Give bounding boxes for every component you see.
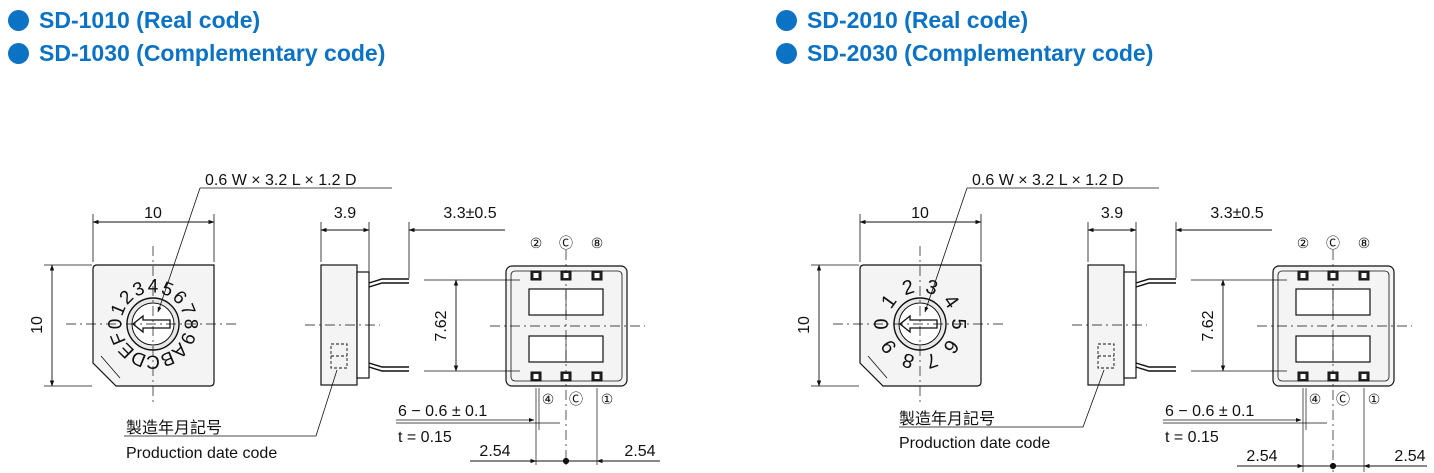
left-pin-top-label-3: ⑧ <box>591 235 604 251</box>
left-pin-bottom-label-3: ① <box>601 391 614 407</box>
bullet-icon <box>776 10 797 31</box>
left-body-height-label: 10 <box>29 316 46 334</box>
left-side-dim-text: 3.9 3.3±0.5 製造年月記号 Production date code <box>126 205 497 462</box>
dial-digit: C <box>146 351 160 372</box>
dial-digit: 0 <box>106 319 127 330</box>
left-pin-top-label-1: ② <box>530 235 543 251</box>
right-pin-pads <box>1297 270 1370 382</box>
pin-pad-window <box>1361 374 1367 379</box>
right-date-jp-label: 製造年月記号 <box>899 410 995 428</box>
pin-pad-window <box>1300 374 1306 379</box>
dial-digit: 4 <box>148 277 159 298</box>
right-pin-top-label-3: ⑧ <box>1358 235 1371 251</box>
right-thickness-label: t = 0.15 <box>1165 429 1219 446</box>
pin-pad-window <box>1361 273 1367 278</box>
right-body-height-label: 10 <box>796 316 813 334</box>
left-pin-top-label-2: Ⓒ <box>559 235 573 251</box>
right-front-view <box>811 187 1159 404</box>
right-date-en-label: Production date code <box>899 435 1050 452</box>
right-pin-dim-text: 7.62 6 − 0.6 ± 0.1 t = 0.15 2.54 2.54 ② … <box>1165 235 1426 465</box>
pin-pad-window <box>563 374 569 379</box>
left-pitch-h-label-1: 2.54 <box>479 443 510 460</box>
left-date-jp-label: 製造年月記号 <box>126 419 222 437</box>
left-slot-label: 0.6 W × 3.2 L × 1.2 D <box>205 172 357 189</box>
pin-pad-window <box>594 374 600 379</box>
dial-digit: 0 <box>871 318 893 329</box>
pin-pad-window <box>1330 374 1336 379</box>
right-heading-2-text: SD-2030 (Complementary code) <box>807 40 1154 66</box>
pin-pad-window <box>533 273 539 278</box>
pin-pad-window <box>563 273 569 278</box>
bullet-icon <box>776 43 797 64</box>
right-pin-top-label-1: ② <box>1297 235 1310 251</box>
right-front-dim-text: 10 10 0.6 W × 3.2 L × 1.2 D <box>796 172 1124 334</box>
left-front-view <box>44 187 392 404</box>
right-side-view <box>899 222 1272 428</box>
right-heading-1: SD-2010 (Real code) <box>776 4 1153 37</box>
right-slot-label: 0.6 W × 3.2 L × 1.2 D <box>972 172 1124 189</box>
right-pin-bottom-label-1: ④ <box>1309 391 1322 407</box>
dial-digit: 5 <box>947 318 969 329</box>
left-heading-1-text: SD-1010 (Real code) <box>39 7 261 33</box>
right-side-dim-text: 3.9 3.3±0.5 製造年月記号 Production date code <box>899 205 1264 452</box>
left-pin-bottom-label-2: Ⓒ <box>569 391 583 407</box>
pin-pad-window <box>533 374 539 379</box>
left-body-width-label: 10 <box>144 205 162 222</box>
left-pitch-h-label-2: 2.54 <box>624 443 655 460</box>
right-pin-length-label: 3.3±0.5 <box>1210 205 1263 222</box>
right-heading-1-text: SD-2010 (Real code) <box>807 7 1029 33</box>
bullet-icon <box>8 43 29 64</box>
right-pin-pitch-v-label: 7.62 <box>1200 310 1217 341</box>
left-side-view <box>124 222 505 437</box>
left-front-dim-text: 10 10 0.6 W × 3.2 L × 1.2 D <box>29 172 357 334</box>
dial-digit: 8 <box>180 319 201 330</box>
left-heading-1: SD-1010 (Real code) <box>8 4 385 37</box>
left-pin-bottom-label-1: ④ <box>542 391 555 407</box>
left-thickness-label: t = 0.15 <box>398 429 452 446</box>
left-pin-length-label: 3.3±0.5 <box>443 205 496 222</box>
right-pin-spec-label: 6 − 0.6 ± 0.1 <box>1165 403 1254 420</box>
left-side-depth-label: 3.9 <box>334 205 356 222</box>
right-pitch-h-label-2: 2.54 <box>1394 448 1425 465</box>
right-side-depth-label: 3.9 <box>1101 205 1123 222</box>
right-pin-bottom-label-2: Ⓒ <box>1336 391 1350 407</box>
pin-pad-window <box>594 273 600 278</box>
left-heading-2: SD-1030 (Complementary code) <box>8 37 385 70</box>
left-pin-pitch-v-label: 7.62 <box>433 310 450 341</box>
pin-pad-window <box>1300 273 1306 278</box>
pin-pad-window <box>1330 273 1336 278</box>
right-heading-group: SD-2010 (Real code) SD-2030 (Complementa… <box>776 4 1153 70</box>
right-pin-bottom-label-3: ① <box>1368 391 1381 407</box>
left-pin-pads <box>530 270 603 382</box>
left-date-en-label: Production date code <box>126 445 277 462</box>
right-pin-view <box>1163 250 1427 472</box>
right-pin-top-label-2: Ⓒ <box>1326 235 1340 251</box>
left-heading-2-text: SD-1030 (Complementary code) <box>39 40 386 66</box>
left-pin-dim-text: 7.62 6 − 0.6 ± 0.1 t = 0.15 2.54 2.54 ② … <box>398 235 656 460</box>
right-pitch-h-label-1: 2.54 <box>1246 448 1277 465</box>
right-heading-2: SD-2030 (Complementary code) <box>776 37 1153 70</box>
bullet-icon <box>8 10 29 31</box>
right-body-width-label: 10 <box>911 205 929 222</box>
left-pin-view <box>396 250 660 465</box>
left-pin-spec-label: 6 − 0.6 ± 0.1 <box>398 403 487 420</box>
left-heading-group: SD-1010 (Real code) SD-1030 (Complementa… <box>8 4 385 70</box>
